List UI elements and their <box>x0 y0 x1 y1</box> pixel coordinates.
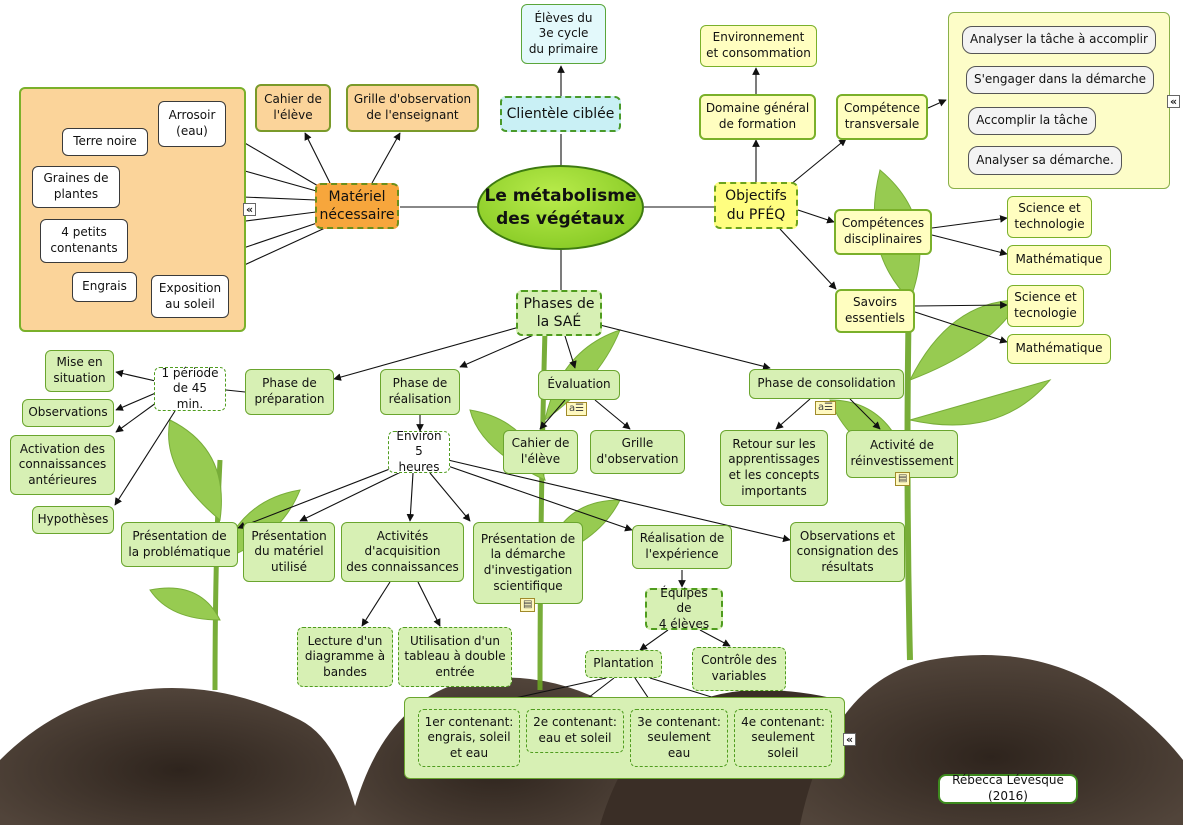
note-attachment-icon[interactable]: a☰ <box>815 401 837 415</box>
connector-line <box>599 324 771 371</box>
note-attachment-icon[interactable]: a☰ <box>566 402 588 416</box>
competences-disciplinaires-node[interactable]: Compétences disciplinaires <box>834 209 932 255</box>
activites-acquisition-node[interactable]: Activités d'acquisition des connaissance… <box>341 522 464 582</box>
connector-line <box>361 581 391 627</box>
connector-line <box>237 464 401 530</box>
retour-apprentissages-node[interactable]: Retour sur les apprentissages et les con… <box>720 430 828 506</box>
terre-noire-node[interactable]: Terre noire <box>62 128 148 156</box>
connector-line <box>564 335 577 369</box>
connector-line <box>849 398 881 430</box>
connector-line <box>459 329 546 368</box>
transversale-item-4[interactable]: Analyser sa démarche. <box>968 146 1122 175</box>
mise-en-situation-node[interactable]: Mise en situation <box>45 350 114 392</box>
evaluation-grille-node[interactable]: Grille d'observation <box>590 430 685 474</box>
contenant-3-node[interactable]: 3e contenant: seulement eau <box>630 709 728 767</box>
transversale-item-3[interactable]: Accomplir la tâche <box>968 107 1096 135</box>
collapse-transversale-icon[interactable]: « <box>1167 95 1180 108</box>
evaluation-cahier-node[interactable]: Cahier de l'élève <box>503 430 578 474</box>
contenant-2-node[interactable]: 2e contenant: eau et soleil <box>526 709 624 753</box>
connector-line <box>927 99 947 109</box>
exposition-soleil-node[interactable]: Exposition au soleil <box>151 275 229 318</box>
collapse-materiel-icon[interactable]: « <box>243 203 256 216</box>
contenant-1-node[interactable]: 1er contenant: engrais, soleil et eau <box>418 709 520 767</box>
center-topic[interactable]: Le métabolisme des végétaux <box>477 165 644 250</box>
connector-line <box>699 629 731 647</box>
equipes-4-eleves-node[interactable]: Équipes de 4 élèves <box>645 586 723 631</box>
connector-line <box>914 301 1008 309</box>
connector-line <box>225 389 246 393</box>
phase-realisation-node[interactable]: Phase de réalisation <box>380 369 460 415</box>
connector-line <box>115 369 161 383</box>
connector-line <box>775 398 811 430</box>
graines-node[interactable]: Graines de plantes <box>32 166 120 208</box>
environnement-node[interactable]: Environnement et consommation <box>700 25 817 67</box>
connector-line <box>539 399 566 430</box>
transversale-item-1[interactable]: Analyser la tâche à accomplir <box>962 26 1156 54</box>
contenants-materiel-node[interactable]: 4 petits contenants <box>40 219 128 263</box>
disciplinaires-science-node[interactable]: Science et technologie <box>1007 196 1092 238</box>
hypotheses-node[interactable]: Hypothèses <box>32 506 114 534</box>
connector-line <box>371 132 401 184</box>
arrosoir-node[interactable]: Arrosoir (eau) <box>158 101 226 147</box>
objectifs-pfeq-node[interactable]: Objectifs du PFÉQ <box>714 182 798 229</box>
contenant-4-node[interactable]: 4e contenant: seulement soleil <box>734 709 832 767</box>
plantation-node[interactable]: Plantation <box>585 650 662 678</box>
phase-preparation-node[interactable]: Phase de préparation <box>245 369 334 415</box>
activation-connaissances-node[interactable]: Activation des connaissances antérieures <box>10 435 115 495</box>
connector-line <box>789 138 847 186</box>
connector-line <box>115 391 159 411</box>
collapse-contenants-icon[interactable]: « <box>843 733 856 746</box>
clientele-cible-node[interactable]: Clientèle ciblée <box>500 96 621 132</box>
connector-line <box>931 234 1008 257</box>
engrais-node[interactable]: Engrais <box>72 272 137 302</box>
savoirs-essentiels-node[interactable]: Savoirs essentiels <box>835 289 915 333</box>
connector-line <box>115 399 161 433</box>
presentation-problematique-node[interactable]: Présentation de la problématique <box>121 522 238 567</box>
activite-reinvestissement-node[interactable]: Activité de réinvestissement <box>846 430 958 478</box>
periode-45-node[interactable]: 1 période de 45 min. <box>154 366 226 411</box>
connector-line <box>797 209 835 224</box>
lecture-diagramme-node[interactable]: Lecture d'un diagramme à bandes <box>297 627 393 687</box>
phase-consolidation-node[interactable]: Phase de consolidation <box>749 369 904 399</box>
connector-line <box>594 399 631 430</box>
connector-line <box>333 323 531 381</box>
realisation-experience-node[interactable]: Réalisation de l'expérience <box>632 525 732 569</box>
connector-line <box>299 469 406 522</box>
observations-prep-node[interactable]: Observations <box>22 399 114 427</box>
controle-variables-node[interactable]: Contrôle des variables <box>692 647 786 691</box>
grille-observation-enseignant-node[interactable]: Grille d'observation de l'enseignant <box>346 84 479 132</box>
demarche-investigation-node[interactable]: Présentation de la démarche d'investigat… <box>473 522 583 604</box>
document-attachment-icon[interactable]: ▤ <box>895 472 911 486</box>
environ-5-heures-node[interactable]: Environ 5 heures <box>388 429 450 474</box>
connector-line <box>114 410 176 506</box>
competence-transversale-node[interactable]: Compétence transversale <box>836 94 928 140</box>
author-credit: Rébecca Lévesque (2016) <box>938 773 1078 804</box>
savoirs-science-node[interactable]: Science et tecnologie <box>1007 285 1084 327</box>
presentation-materiel-node[interactable]: Présentation du matériel utilisé <box>243 522 335 582</box>
connector-line <box>914 311 1008 344</box>
document-attachment-icon[interactable]: ▤ <box>520 598 536 612</box>
connector-line <box>429 472 471 522</box>
connector-line <box>447 459 791 543</box>
connector-line <box>304 132 331 184</box>
connector-line <box>779 228 837 290</box>
eleves-3e-cycle-node[interactable]: Élèves du 3e cycle du primaire <box>521 4 606 64</box>
cahier-eleve-materiel-node[interactable]: Cahier de l'élève <box>255 84 331 132</box>
domaine-general-node[interactable]: Domaine général de formation <box>699 94 816 140</box>
connector-line <box>444 464 633 532</box>
disciplinaires-math-node[interactable]: Mathématique <box>1007 245 1111 275</box>
connector-line <box>931 215 1008 229</box>
materiel-necessaire-node[interactable]: Matériel nécessaire <box>315 183 399 229</box>
savoirs-math-node[interactable]: Mathématique <box>1007 334 1111 364</box>
connector-line <box>406 472 415 522</box>
transversale-item-2[interactable]: S'engager dans la démarche <box>966 66 1154 94</box>
observations-resultats-node[interactable]: Observations et consignation des résulta… <box>790 522 905 582</box>
connector-line <box>417 581 441 627</box>
phases-sae-node[interactable]: Phases de la SAÉ <box>516 290 602 336</box>
evaluation-node[interactable]: Évaluation <box>538 370 620 400</box>
connector-line <box>639 629 669 651</box>
tableau-double-entree-node[interactable]: Utilisation d'un tableau à double entrée <box>398 627 512 687</box>
